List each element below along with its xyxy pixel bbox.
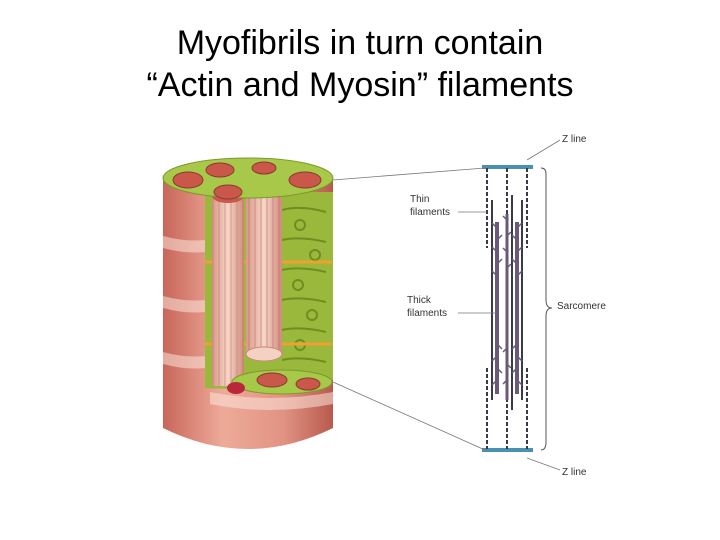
nucleus bbox=[227, 382, 245, 394]
title-line-1: Myofibrils in turn contain bbox=[176, 24, 544, 62]
label-thin-filaments-line1: Thin bbox=[410, 194, 429, 205]
label-thin-filaments-line2: filaments bbox=[410, 207, 450, 218]
title-line-2: “Actin and Myosin” filaments bbox=[146, 66, 574, 104]
muscle-fiber-illustration bbox=[162, 157, 334, 449]
myofibril-center bbox=[245, 170, 283, 362]
myofibril-cross-sections bbox=[172, 161, 322, 200]
label-thick-filaments-line1: Thick bbox=[407, 295, 432, 306]
label-z-line-top: Z line bbox=[562, 134, 587, 145]
sarcomere-illustration bbox=[482, 165, 553, 452]
leader-lines bbox=[332, 139, 561, 471]
fiber-wall-bands bbox=[163, 236, 333, 410]
myosin-heads bbox=[491, 215, 523, 386]
slide-title: Myofibrils in turn contain “Actin and My… bbox=[0, 22, 720, 106]
label-sarcomere: Sarcomere bbox=[557, 301, 606, 312]
label-thick-filaments-line2: filaments bbox=[407, 308, 447, 319]
sarcomere-bracket bbox=[540, 167, 553, 451]
label-z-line-bottom: Z line bbox=[562, 467, 587, 478]
thick-filaments bbox=[495, 214, 519, 400]
myofibril-cross-section-lower bbox=[256, 372, 288, 388]
myofibril-cross-section-lower-2 bbox=[295, 377, 321, 391]
fiber-top-face bbox=[162, 157, 334, 199]
myofibril-left bbox=[212, 189, 244, 386]
